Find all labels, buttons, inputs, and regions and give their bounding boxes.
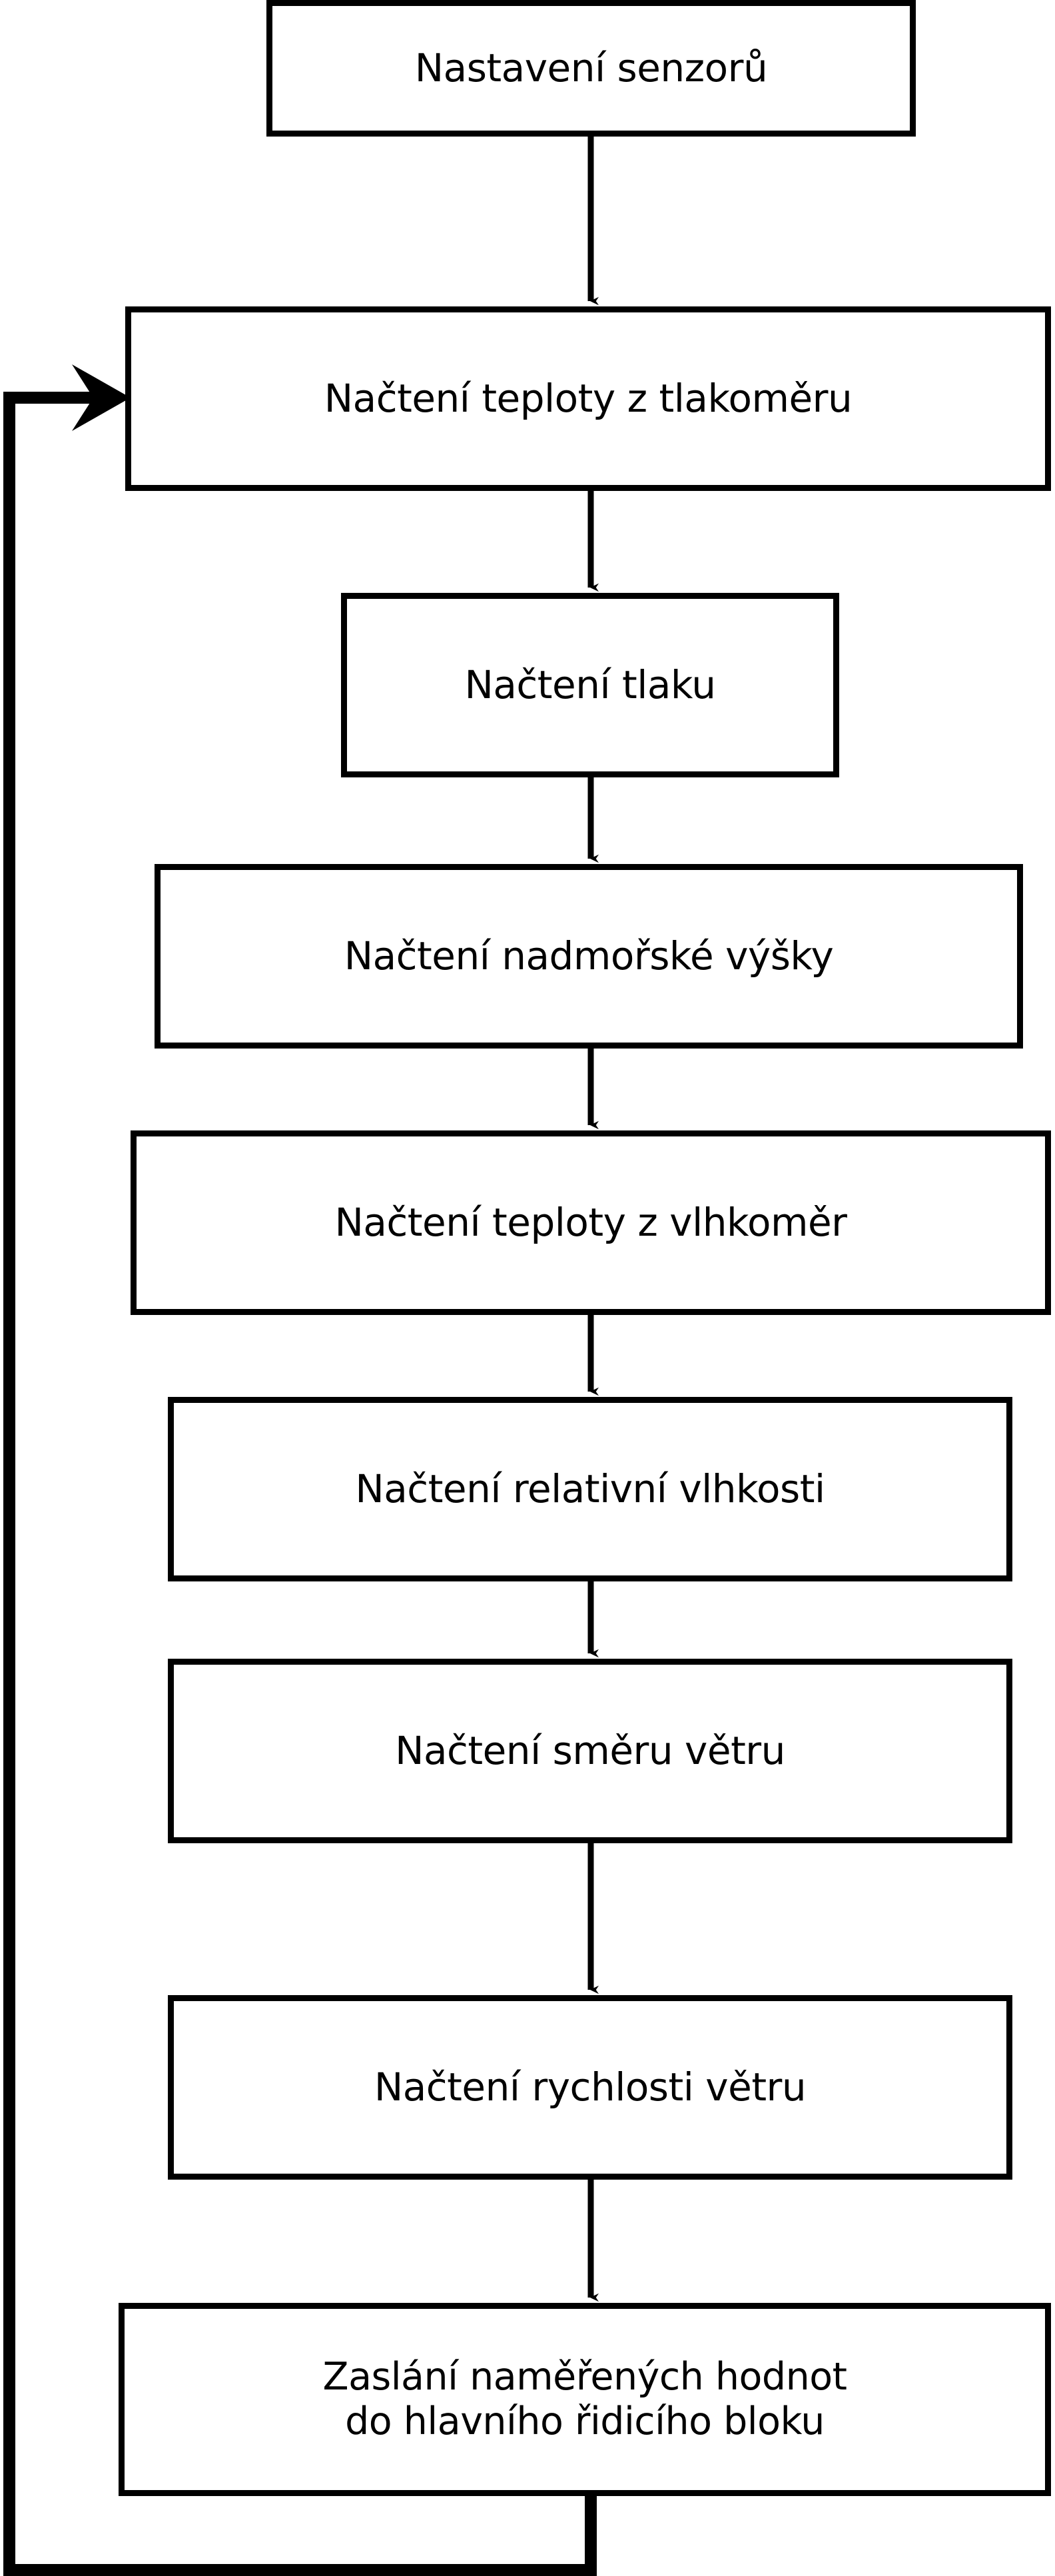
- node-label: Načtení směru větru: [395, 1727, 785, 1773]
- node-label: Načtení tlaku: [464, 661, 716, 707]
- node-label: Načtení teploty z tlakoměru: [324, 375, 853, 421]
- node-label: Načtení relativní vlhkosti: [355, 1466, 825, 1511]
- node-nacteni-relativni-vlhkosti[interactable]: Načtení relativní vlhkosti: [168, 1397, 1012, 1581]
- node-zaslani-namerenych-hodnot[interactable]: Zaslání naměřených hodnot do hlavního ři…: [119, 2303, 1051, 2496]
- connector-e9-loopback: [3, 392, 597, 2576]
- node-label: Načtení teploty z vlhkoměr: [334, 1199, 847, 1245]
- node-nacteni-teploty-z-vlhkomer[interactable]: Načtení teploty z vlhkoměr: [131, 1130, 1051, 1315]
- node-label: Načtení nadmořské výšky: [344, 933, 834, 979]
- node-nacteni-teploty-z-tlakomeru[interactable]: Načtení teploty z tlakoměru: [125, 306, 1051, 491]
- node-label: Zaslání naměřených hodnot do hlavního ři…: [322, 2354, 847, 2443]
- node-nacteni-smeru-vetru[interactable]: Načtení směru větru: [168, 1659, 1012, 1843]
- connector-e9-arrowhead: [72, 364, 131, 431]
- node-label: Nastavení senzorů: [414, 45, 768, 91]
- node-nastaveni-senzoru[interactable]: Nastavení senzorů: [266, 0, 916, 137]
- node-label: Načtení rychlosti větru: [374, 2064, 807, 2110]
- node-nacteni-tlaku[interactable]: Načtení tlaku: [341, 593, 839, 777]
- node-nacteni-rychlosti-vetru[interactable]: Načtení rychlosti větru: [168, 1995, 1012, 2180]
- node-nacteni-nadmorske-vysky[interactable]: Načtení nadmořské výšky: [155, 864, 1023, 1049]
